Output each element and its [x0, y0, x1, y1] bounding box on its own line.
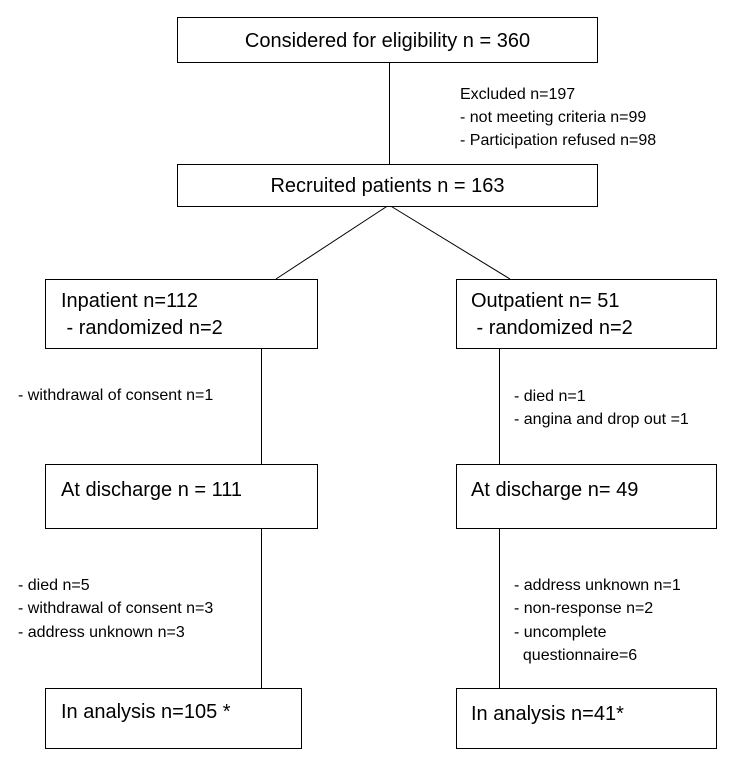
excluded-not-meeting: - not meeting criteria n=99	[460, 109, 647, 126]
inpatient-loss-withdrawal: - withdrawal of consent n=1	[18, 387, 214, 404]
inpatient-randomized: - randomized n=2	[61, 317, 223, 339]
outpatient-box: Outpatient n= 51 - randomized n=2	[456, 279, 717, 349]
inpatient-analysis-label: In analysis n=105 *	[61, 701, 231, 723]
excluded-heading: Excluded n=197	[460, 86, 576, 103]
outpatient-loss-died: - died n=1	[514, 388, 586, 405]
outpatient-discharge-label: At discharge n= 49	[471, 479, 639, 501]
outpatient-analysis-box: In analysis n=41*	[456, 688, 717, 749]
inpatient-discharge-box: At discharge n = 111	[45, 464, 318, 529]
inpatient-loss-address: - address unknown n=3	[18, 624, 185, 641]
outpatient-loss-uncomplete: - uncomplete	[514, 624, 607, 641]
eligibility-box: Considered for eligibility n = 360	[177, 17, 598, 63]
connector-outpatient-analysis	[499, 528, 500, 688]
outpatient-loss-address: - address unknown n=1	[514, 577, 681, 594]
branch-line-left	[275, 204, 390, 280]
recruited-box: Recruited patients n = 163	[177, 164, 598, 207]
inpatient-loss-died: - died n=5	[18, 577, 90, 594]
outpatient-analysis-label: In analysis n=41*	[471, 703, 624, 725]
inpatient-analysis-box: In analysis n=105 *	[45, 688, 302, 749]
connector-inpatient-analysis	[261, 528, 262, 688]
eligibility-label: Considered for eligibility n = 360	[244, 30, 531, 52]
outpatient-loss-nonresponse: - non-response n=2	[514, 600, 654, 617]
connector-inpatient-discharge	[261, 348, 262, 464]
outpatient-title: Outpatient n= 51	[471, 290, 620, 312]
inpatient-title: Inpatient n=112	[61, 290, 198, 312]
outpatient-loss-angina: - angina and drop out =1	[514, 411, 689, 428]
recruited-label: Recruited patients n = 163	[270, 175, 505, 197]
excluded-refused: - Participation refused n=98	[460, 132, 657, 149]
outpatient-discharge-box: At discharge n= 49	[456, 464, 717, 529]
connector-outpatient-discharge	[499, 348, 500, 464]
outpatient-randomized: - randomized n=2	[471, 317, 633, 339]
inpatient-loss-withdrawal-3: - withdrawal of consent n=3	[18, 600, 214, 617]
inpatient-box: Inpatient n=112 - randomized n=2	[45, 279, 318, 349]
connector-top-recruited	[389, 62, 390, 164]
branch-line-right	[388, 204, 511, 280]
inpatient-discharge-label: At discharge n = 111	[61, 479, 243, 501]
outpatient-loss-questionnaire: questionnaire=6	[514, 647, 638, 664]
